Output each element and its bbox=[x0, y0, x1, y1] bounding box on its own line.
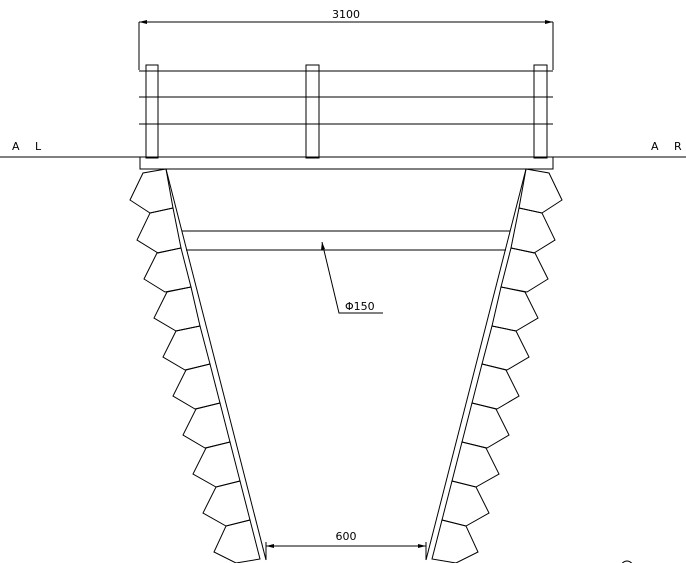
top-dimension-label: 3100 bbox=[332, 8, 360, 21]
label-right: A R bbox=[651, 140, 686, 153]
top-dimension: 3100 bbox=[138, 8, 554, 70]
bottom-dimension: 600 bbox=[265, 530, 427, 560]
pipe-label: Φ150 bbox=[345, 300, 375, 313]
riprap-left bbox=[129, 168, 261, 563]
channel: Φ150 bbox=[165, 168, 527, 561]
fence bbox=[139, 64, 554, 170]
label-left: A L bbox=[12, 140, 47, 153]
circle-marker bbox=[621, 560, 633, 563]
bottom-dimension-label: 600 bbox=[336, 530, 357, 543]
riprap-right bbox=[431, 168, 563, 563]
